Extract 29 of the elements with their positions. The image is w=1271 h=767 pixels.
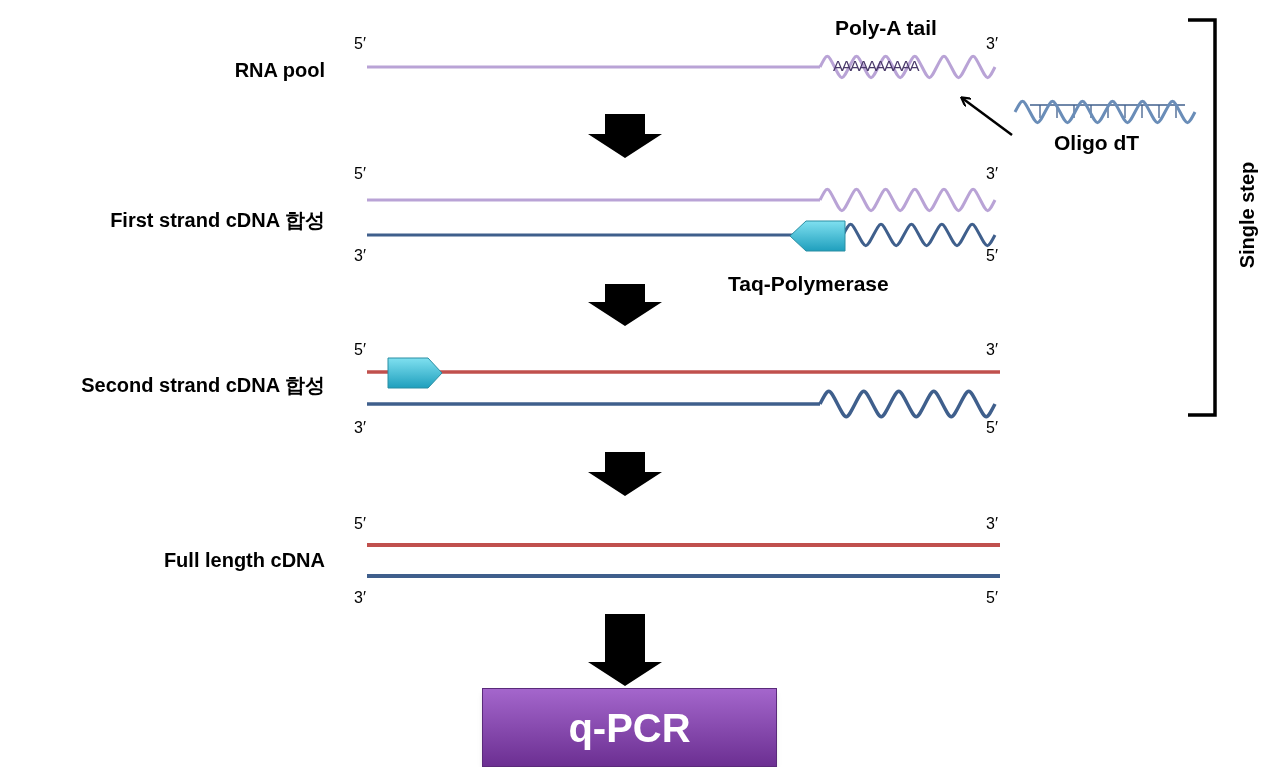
- block-arrow: [588, 614, 662, 686]
- end-label: 5′: [354, 164, 366, 184]
- end-label: 3′: [354, 418, 366, 438]
- process-box: q-PCR: [482, 688, 777, 767]
- stage-label: Second strand cDNA 합성: [81, 373, 325, 398]
- stage-label: First strand cDNA 합성: [110, 208, 325, 233]
- enzyme-label: Taq-Polymerase: [728, 274, 889, 294]
- end-label: 5′: [986, 588, 998, 608]
- end-label: 3′: [354, 588, 366, 608]
- end-label: 5′: [986, 246, 998, 266]
- bracket-label: Single step: [1235, 160, 1259, 270]
- end-label: 3′: [986, 514, 998, 534]
- end-label: 5′: [354, 340, 366, 360]
- sequence-text: AAAAAAAAAA: [833, 57, 919, 75]
- end-label: 5′: [986, 418, 998, 438]
- primer-label: Oligo dT: [1054, 130, 1140, 156]
- stage-label: RNA pool: [234, 58, 325, 83]
- tail-label: Poly-A tail: [835, 15, 937, 41]
- arrow: [960, 96, 1013, 136]
- block-arrow: [588, 284, 662, 326]
- end-label: 3′: [354, 246, 366, 266]
- end-label: 3′: [986, 34, 998, 54]
- stage-label: Full length cDNA: [163, 548, 325, 573]
- end-label: 5′: [354, 514, 366, 534]
- block-arrow: [588, 114, 662, 158]
- end-label: 5′: [354, 34, 366, 54]
- end-label: 3′: [986, 340, 998, 360]
- block-arrow: [588, 452, 662, 496]
- end-label: 3′: [986, 164, 998, 184]
